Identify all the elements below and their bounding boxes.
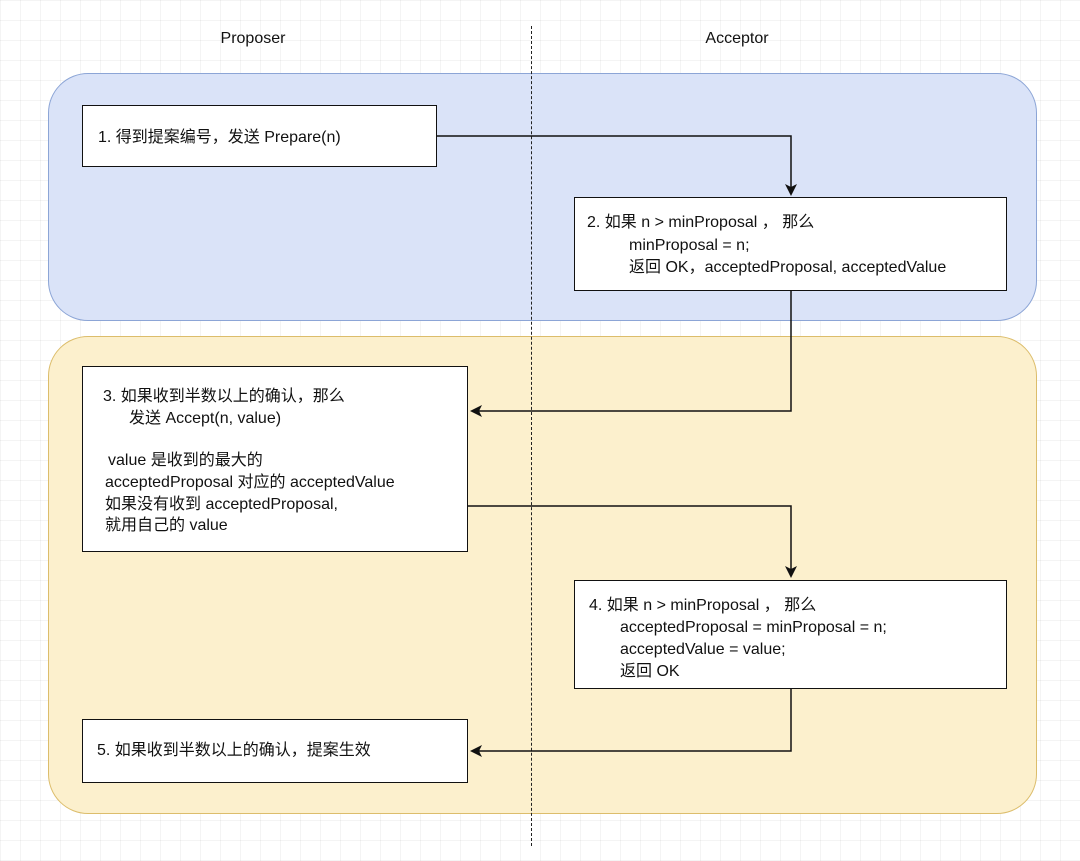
step-5-line-1: 5. 如果收到半数以上的确认，提案生效: [97, 742, 371, 759]
step-2-line-3: 返回 OK，acceptedProposal, acceptedValue: [629, 259, 947, 276]
lane-label-acceptor: Acceptor: [705, 30, 769, 47]
step-4-line-2: acceptedProposal = minProposal = n;: [620, 619, 887, 636]
step-2-line-2: minProposal = n;: [629, 237, 750, 254]
step-3-line-2: 发送 Accept(n, value): [129, 410, 282, 427]
step-2-box: 2. 如果 n > minProposal ， 那么 minProposal =…: [574, 197, 1007, 291]
step-3-line-3: value 是收到的最大的: [108, 452, 263, 469]
step-3-line-1: 3. 如果收到半数以上的确认，那么: [103, 388, 345, 405]
step-5-box: 5. 如果收到半数以上的确认，提案生效: [82, 719, 468, 783]
step-1-line-1: 1. 得到提案编号，发送 Prepare(n): [98, 129, 341, 146]
lane-label-proposer: Proposer: [220, 30, 286, 47]
step-3-box: 3. 如果收到半数以上的确认，那么 发送 Accept(n, value) va…: [82, 366, 468, 552]
lane-divider: [531, 26, 532, 846]
arrow-step4-to-step5: [470, 689, 792, 757]
step-3-line-6: 就用自己的 value: [105, 517, 228, 534]
step-3-line-5: 如果没有收到 acceptedProposal,: [105, 496, 338, 513]
step-3-line-4: acceptedProposal 对应的 acceptedValue: [105, 474, 395, 491]
step-4-line-4: 返回 OK: [620, 663, 680, 680]
arrow-step3-to-step4: [467, 505, 797, 578]
arrow-step1-to-step2: [437, 135, 797, 196]
step-1-box: 1. 得到提案编号，发送 Prepare(n): [82, 105, 437, 167]
step-4-line-3: acceptedValue = value;: [620, 641, 786, 658]
step-2-line-1: 2. 如果 n > minProposal ， 那么: [587, 214, 815, 231]
step-4-line-1: 4. 如果 n > minProposal ， 那么: [589, 597, 817, 614]
step-4-box: 4. 如果 n > minProposal ， 那么 acceptedPropo…: [574, 580, 1007, 689]
arrow-step2-to-step3: [470, 290, 792, 417]
